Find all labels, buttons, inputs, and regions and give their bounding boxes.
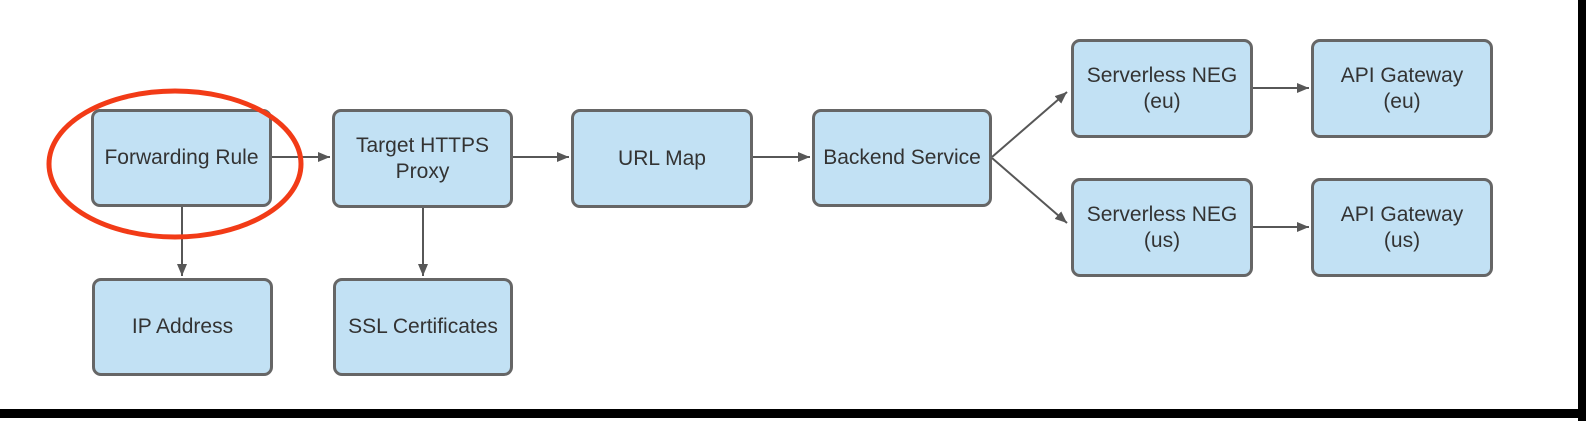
node-target-https-proxy: Target HTTPS Proxy — [332, 109, 513, 208]
node-label: Backend Service — [823, 146, 981, 170]
node-label: Serverless NEG (us) — [1086, 203, 1238, 252]
node-label: Target HTTPS Proxy — [355, 134, 490, 183]
node-api-gateway-us: API Gateway (us) — [1311, 178, 1493, 277]
node-api-gateway-eu: API Gateway (eu) — [1311, 39, 1493, 138]
node-forwarding-rule: Forwarding Rule — [91, 109, 272, 207]
arrow-backend-service-to-serverless-neg-us — [991, 157, 1068, 224]
node-ip-address: IP Address — [92, 278, 273, 376]
node-backend-service: Backend Service — [812, 109, 992, 207]
node-url-map: URL Map — [571, 109, 753, 208]
window-edge-bottom — [0, 409, 1586, 418]
arrow-backend-service-to-serverless-neg-eu — [991, 91, 1068, 158]
node-label: IP Address — [131, 315, 234, 339]
node-serverless-neg-us: Serverless NEG (us) — [1071, 178, 1253, 277]
node-serverless-neg-eu: Serverless NEG (eu) — [1071, 39, 1253, 138]
node-label: API Gateway (eu) — [1340, 64, 1464, 113]
node-ssl-certificates: SSL Certificates — [333, 278, 513, 376]
node-label: API Gateway (us) — [1340, 203, 1464, 252]
window-edge-right — [1578, 0, 1586, 421]
node-label: URL Map — [618, 146, 706, 170]
node-label: Forwarding Rule — [104, 146, 259, 170]
node-label: Serverless NEG (eu) — [1086, 64, 1238, 113]
node-label: SSL Certificates — [348, 315, 498, 339]
